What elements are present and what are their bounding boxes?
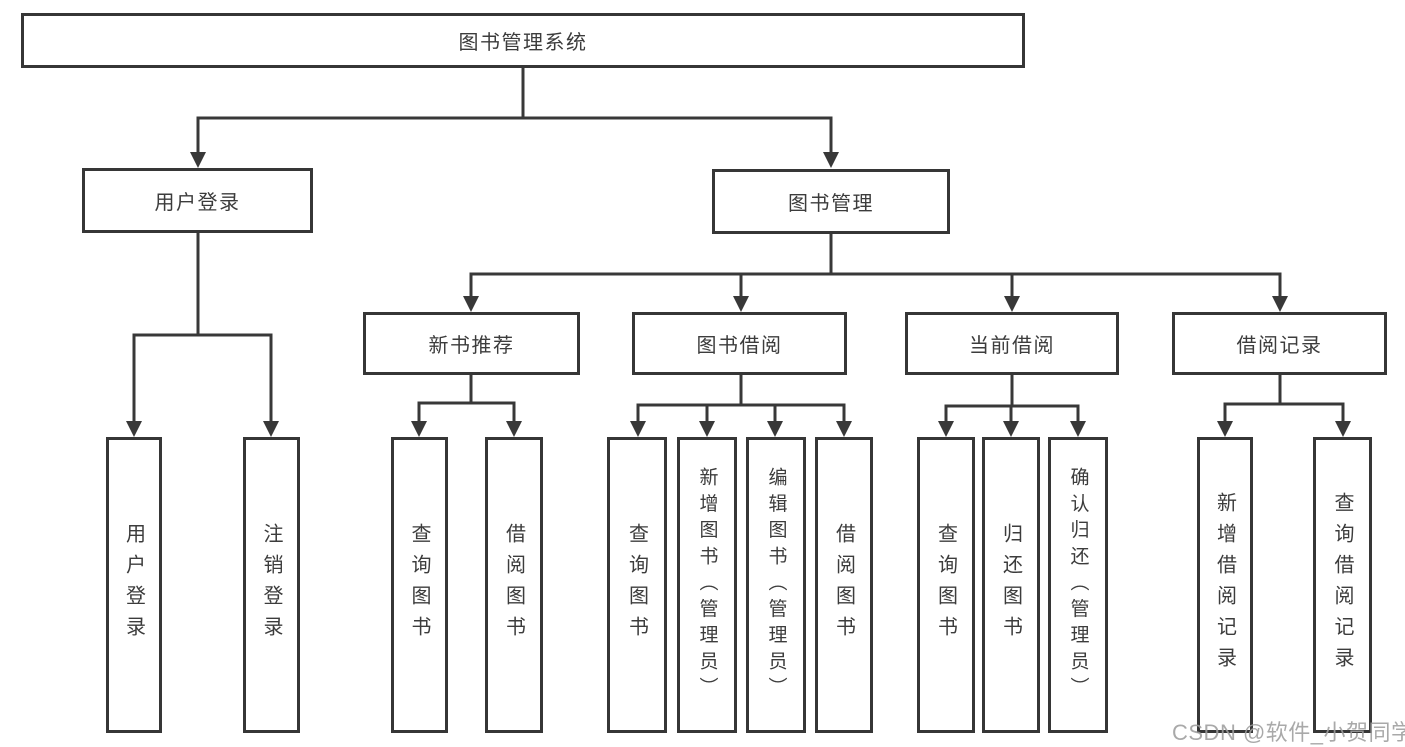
node-label: 借阅记录 bbox=[1236, 335, 1323, 357]
leaf-label: 新增借阅记录 bbox=[1213, 492, 1236, 678]
leaf-user-login: 用户登录 bbox=[106, 437, 162, 733]
leaf-return-books: 归还图书 bbox=[982, 437, 1040, 733]
leaf-label: 确认归还（管理员） bbox=[1067, 467, 1089, 703]
node-library-management-system: 图书管理系统 bbox=[21, 13, 1025, 68]
node-label: 图书管理系统 bbox=[458, 32, 588, 54]
leaf-query-borrow-record: 查询借阅记录 bbox=[1313, 437, 1372, 733]
node-current-borrowing: 当前借阅 bbox=[905, 312, 1119, 375]
node-user-login: 用户登录 bbox=[82, 168, 313, 233]
csdn-watermark: CSDN @软件_小贺同学 bbox=[1172, 720, 1405, 745]
node-book-borrowing: 图书借阅 bbox=[632, 312, 847, 375]
node-label: 用户登录 bbox=[154, 192, 241, 214]
leaf-label: 注销登录 bbox=[260, 523, 282, 647]
leaf-label: 用户登录 bbox=[122, 523, 145, 647]
leaf-label: 查询借阅记录 bbox=[1331, 492, 1353, 678]
leaf-logout-login: 注销登录 bbox=[243, 437, 300, 733]
leaf-confirm-return-admin: 确认归还（管理员） bbox=[1048, 437, 1108, 733]
leaf-query-books-current: 查询图书 bbox=[917, 437, 975, 733]
node-label: 新书推荐 bbox=[428, 335, 515, 357]
leaf-borrow-books-borrowing: 借阅图书 bbox=[815, 437, 873, 733]
leaf-label: 查询图书 bbox=[625, 523, 648, 647]
leaf-edit-books-admin: 编辑图书（管理员） bbox=[746, 437, 806, 733]
connector-segments bbox=[132, 66, 1345, 425]
leaf-add-borrow-record: 新增借阅记录 bbox=[1197, 437, 1253, 733]
leaf-borrow-books-recommend: 借阅图书 bbox=[485, 437, 543, 733]
node-book-management: 图书管理 bbox=[712, 169, 950, 234]
leaf-add-books-admin: 新增图书（管理员） bbox=[677, 437, 737, 733]
node-label: 图书借阅 bbox=[696, 335, 783, 357]
leaf-label: 查询图书 bbox=[408, 523, 430, 647]
leaf-query-books-borrowing: 查询图书 bbox=[607, 437, 667, 733]
leaf-label: 归还图书 bbox=[999, 523, 1022, 647]
leaf-query-books-recommend: 查询图书 bbox=[391, 437, 448, 733]
node-label: 图书管理 bbox=[788, 193, 874, 215]
leaf-label: 编辑图书（管理员） bbox=[765, 467, 787, 703]
node-label: 当前借阅 bbox=[969, 335, 1055, 357]
leaf-label: 新增图书（管理员） bbox=[696, 467, 718, 703]
node-borrowing-records: 借阅记录 bbox=[1172, 312, 1387, 375]
leaf-label: 借阅图书 bbox=[832, 523, 855, 647]
connector-arrowheads bbox=[126, 152, 1351, 437]
leaf-label: 借阅图书 bbox=[502, 523, 525, 647]
leaf-label: 查询图书 bbox=[934, 523, 957, 647]
node-new-book-recommendation: 新书推荐 bbox=[363, 312, 580, 375]
